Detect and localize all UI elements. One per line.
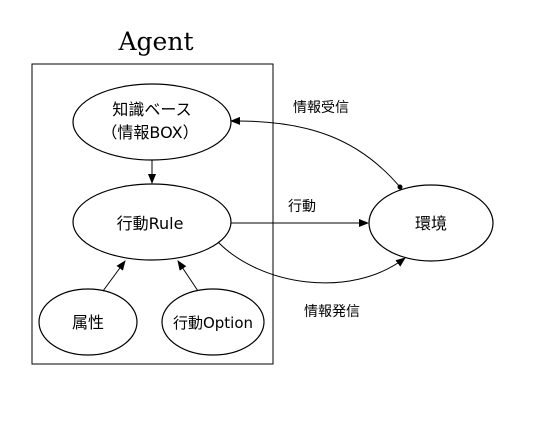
info-send-label: 情報発信 (304, 304, 360, 320)
environment-node (368, 184, 494, 262)
knowledge-base-node (72, 83, 232, 161)
option-to-rule-arrow (177, 260, 199, 292)
action-option-node (161, 288, 265, 356)
knowledge-base-label-line2: （情報BOX） (101, 123, 198, 142)
action-option-label: 行動Option (173, 314, 253, 332)
agent-boundary (31, 63, 274, 365)
attribute-node (38, 288, 138, 356)
attribute-to-rule-arrow (102, 260, 126, 292)
info-receive-arrow (230, 116, 401, 188)
action-rule-node (72, 183, 232, 261)
attribute-label: 属性 (72, 313, 104, 332)
action-rule-label: 行動Rule (117, 214, 184, 233)
agent-title: Agent (118, 27, 194, 56)
info-send-arrow (217, 241, 406, 284)
info-receive-label: 情報受信 (293, 100, 349, 116)
action-label: 行動 (288, 199, 316, 215)
knowledge-base-label-line1: 知識ベース (112, 100, 191, 119)
info-receive-origin-dot (397, 184, 403, 190)
environment-label: 環境 (415, 214, 447, 233)
